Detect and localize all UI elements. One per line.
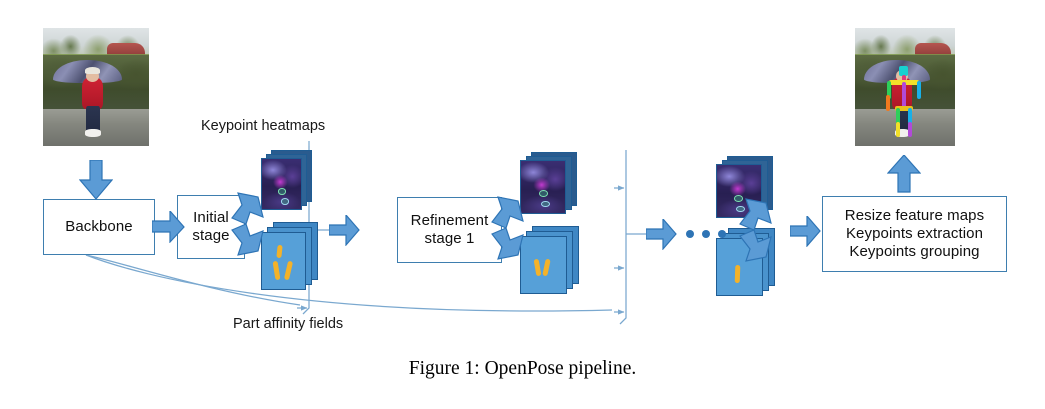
stack-final-heatmaps [716,156,774,220]
photo-red-coat [82,77,104,110]
skeleton-forearm-left [886,95,890,111]
skeleton-spine [902,82,906,109]
skeleton-arm-left [887,81,891,99]
stack-stage1-pafs [261,222,319,294]
heatmap-peak [733,195,743,202]
skeleton-shin-left [896,122,900,137]
postprocess-label-line3: Keypoints grouping [849,242,980,260]
arrow-backbone-to-initial-stage [152,211,185,243]
skeleton-thigh-right [908,108,912,124]
stack-stage2-heatmaps [520,152,578,216]
refinement-stage-box[interactable]: Refinement stage 1 [397,197,502,263]
paf-limb-stroke [275,245,283,259]
backbone-box[interactable]: Backbone [43,199,155,255]
feature-map-sheet-front [520,160,566,214]
skeleton-hips [895,105,913,111]
skeleton-head [899,65,908,77]
backbone-label: Backbone [65,218,133,236]
postprocess-box[interactable]: Resize feature maps Keypoints extraction… [822,196,1007,272]
feature-map-sheet-front [716,164,762,218]
photo-shoes [85,129,102,137]
initial-stage-label-line2: stage [192,227,230,244]
ellipsis-dot [686,230,694,238]
refinement-stage-label-line2: stage 1 [424,230,475,247]
photo-hat [85,66,101,75]
feature-map-sheet-front [520,236,567,294]
heatmap-peak [280,198,289,205]
paf-limb-stroke [272,260,281,281]
feature-map-sheet-front [261,158,302,210]
arrow-ellipsis-to-final-pafs [739,229,772,262]
photo-face [86,70,100,83]
part-affinity-fields-label: Part affinity fields [233,316,344,332]
input-image [43,28,149,146]
ellipsis-dots [686,230,732,240]
refinement-stage-label-line1: Refinement [410,212,489,230]
heatmap-peak [736,205,746,213]
paf-limb-stroke [542,259,552,277]
heatmap-peak [538,190,548,197]
keypoint-heatmaps-label: Keypoint heatmaps [201,118,326,134]
paf-limb-stroke [283,260,293,281]
arrow-input-to-backbone [79,160,113,200]
arrow-refinement-to-pafs [491,227,524,260]
paf-limb-stroke [734,264,741,283]
skeleton-arm-right [917,81,921,99]
postprocess-label-line2: Keypoints extraction [845,225,984,243]
arrow-to-postprocess [790,216,821,247]
skeleton-neck [902,75,906,84]
feature-map-sheet-front [261,232,306,290]
arrow-initial-stage-to-heatmaps [231,192,264,225]
arrow-to-refinement-stage [329,215,360,246]
photo-car [106,43,145,58]
skeleton-shin-right [908,122,912,137]
stack-stage2-pafs [520,226,580,298]
photo-car [915,43,951,58]
photo-legs [86,105,101,132]
postprocess-label-line1: Resize feature maps [844,207,985,225]
arrow-to-ellipsis [646,219,677,250]
initial-stage-box[interactable]: Initial stage [177,195,245,259]
paf-limb-stroke [533,259,542,277]
heatmap-peak [541,200,551,208]
initial-stage-label-line1: Initial [193,209,229,227]
arrow-ellipsis-to-final-heatmaps [739,198,772,231]
arrow-postprocess-to-output [887,155,921,193]
skeleton-thigh-left [896,108,900,124]
photo-shoes [895,129,910,137]
stack-stage1-heatmaps [261,150,313,212]
heatmap-peak [277,188,286,195]
output-image [855,28,955,146]
ellipsis-dot [718,230,726,238]
arrow-initial-stage-to-pafs [231,223,264,256]
figure-caption: Figure 1: OpenPose pipeline. [408,358,637,379]
ellipsis-dot [702,230,710,238]
arrow-refinement-to-heatmaps [491,196,524,229]
